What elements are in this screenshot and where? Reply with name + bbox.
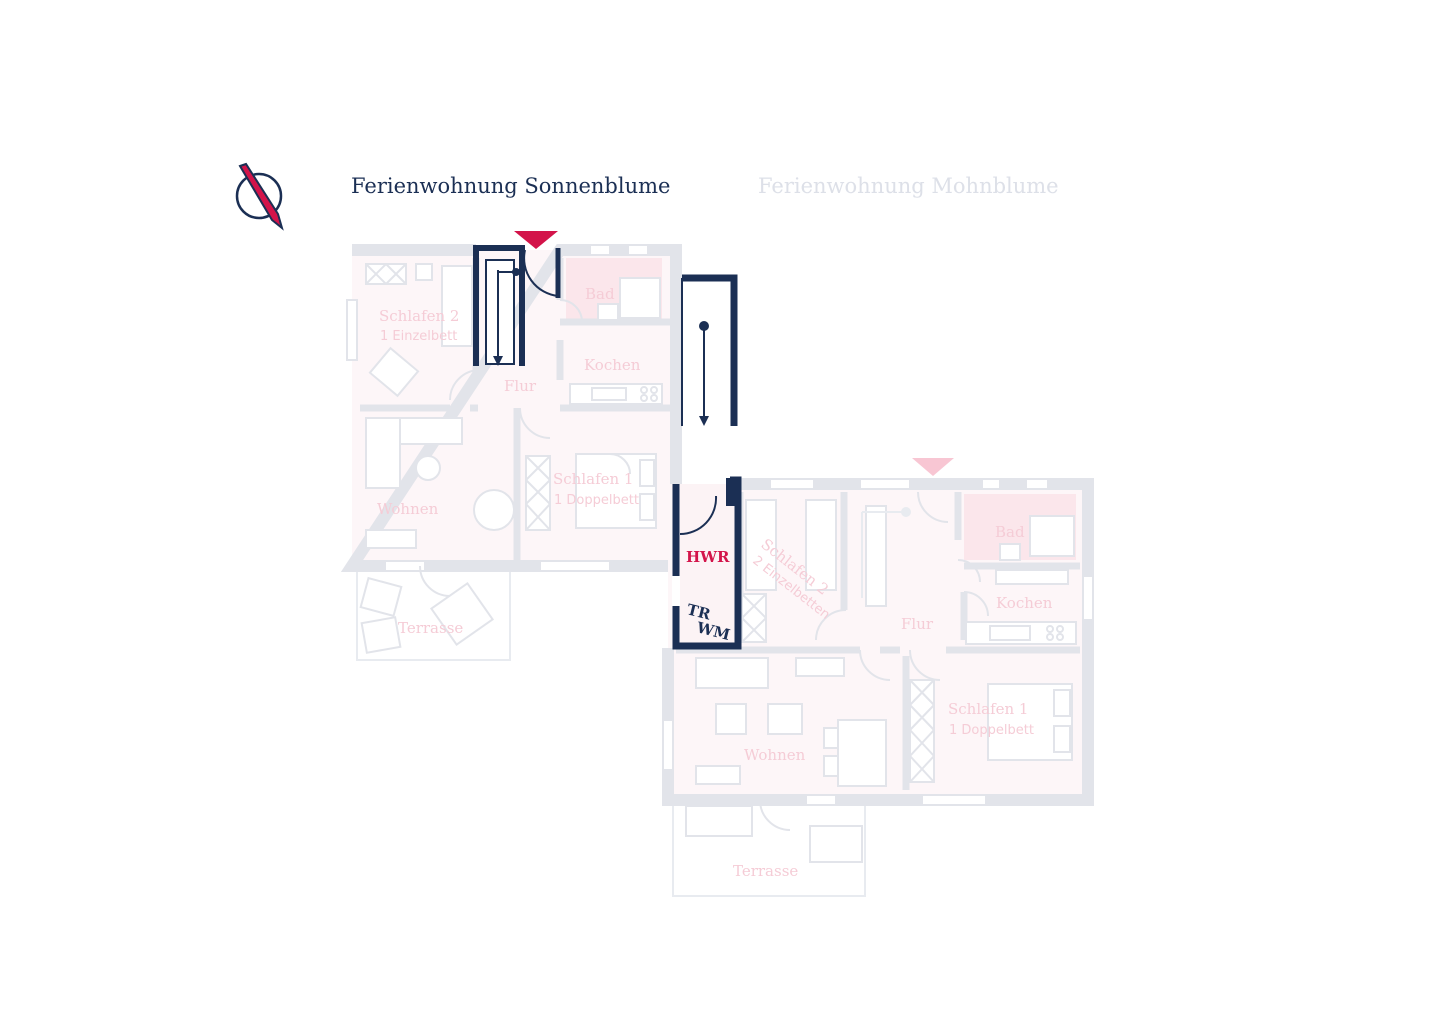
- room-label-flur: Flur: [901, 615, 934, 633]
- room-sub-schlafen1: 1 Doppelbett: [554, 493, 639, 508]
- room-label-wohnen: Wohnen: [744, 746, 806, 764]
- apartment-sonnenblume: Schlafen 2 1 Einzelbett Bad Kochen Flur …: [340, 231, 682, 661]
- room-label-terrasse: Terrasse: [733, 862, 798, 880]
- room-label-flur: Flur: [504, 377, 537, 395]
- door-arcs: [759, 491, 989, 831]
- entrance-marker: [912, 458, 954, 476]
- north-arrow-icon: [235, 162, 284, 231]
- room-label-schlafen1: Schlafen 1: [948, 700, 1028, 718]
- interior-walls: [676, 492, 1080, 790]
- room-label-schlafen2: Schlafen 2: [379, 307, 459, 325]
- tab-sonnenblume[interactable]: Ferienwohnung Sonnenblume: [351, 174, 671, 198]
- window: [672, 576, 680, 606]
- room-label-schlafen1: Schlafen 1: [553, 470, 633, 488]
- staircase-faded: [861, 507, 911, 598]
- door-arcs: [419, 299, 631, 597]
- stairwell: [681, 274, 738, 426]
- room-sub-schlafen2: 1 Einzelbett: [380, 329, 457, 344]
- furniture: [359, 263, 663, 654]
- room-label-kochen: Kochen: [996, 594, 1053, 612]
- tab-mohnblume[interactable]: Ferienwohnung Mohnblume: [758, 174, 1059, 198]
- room-label-wohnen: Wohnen: [377, 500, 439, 518]
- windows: [346, 244, 649, 572]
- windows: [662, 478, 1094, 806]
- room-sub-schlafen1: 1 Doppelbett: [949, 723, 1034, 738]
- room-label-kochen: Kochen: [584, 356, 641, 374]
- entrance-marker: [514, 231, 558, 249]
- furniture: [685, 499, 1077, 863]
- hwr-label: HWR: [686, 548, 730, 566]
- dryer-label: TR: [685, 600, 713, 623]
- room-label-bad: Bad: [585, 285, 615, 303]
- room-label-bad: Bad: [995, 523, 1025, 541]
- room-label-terrasse: Terrasse: [398, 619, 463, 637]
- staircase: [473, 245, 561, 366]
- utility-room-hwr: HWR TR WM: [672, 476, 742, 650]
